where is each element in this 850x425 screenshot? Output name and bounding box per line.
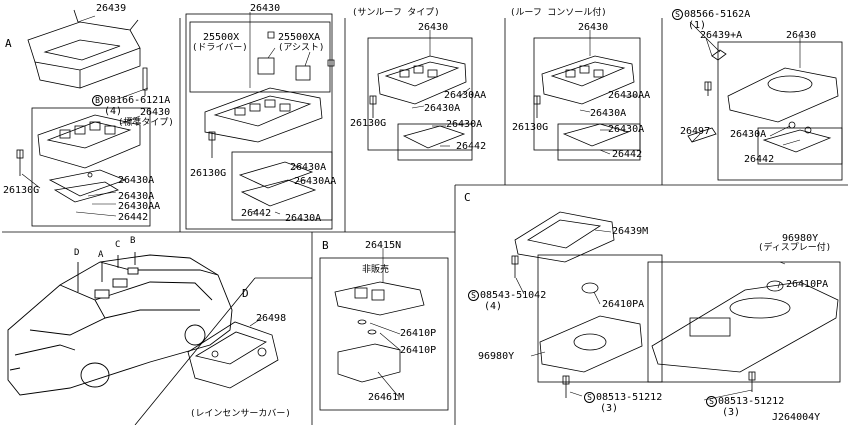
part-26498: 26498 <box>256 313 287 324</box>
console-heading: (ルーフ コンソール付) <box>510 8 607 18</box>
lamp-26430-a-drawing <box>16 107 151 227</box>
part-08513-l-qty: (3) <box>600 403 619 414</box>
part-26410p-1: 26410P <box>400 328 437 339</box>
lamp-console-drawing <box>533 37 641 161</box>
part-26442-c: 26442 <box>612 149 643 160</box>
part-26439m: 26439M <box>612 226 649 237</box>
part-26430a-m: 26430A <box>290 162 327 173</box>
part-26130g-a: 26130G <box>3 185 40 196</box>
part-26442-r: 26442 <box>744 154 775 165</box>
part-26415n: 26415N <box>365 240 402 251</box>
part-26430a-s: 26430A <box>424 103 461 114</box>
part-26410pa-r: 26410PA <box>786 279 829 290</box>
part-26430a-m2: 26430A <box>285 213 322 224</box>
frame-26439-drawing <box>27 9 148 96</box>
diagram-id: J264004Y <box>772 412 821 423</box>
screw-symbol-s: S <box>706 396 717 407</box>
screw-symbol-s: S <box>468 290 479 301</box>
part-26442-a: 26442 <box>118 212 149 223</box>
map-lamp-drawing <box>319 257 449 411</box>
part-26439a-r: 26439+A <box>700 30 743 41</box>
car-label-c: C <box>115 240 121 250</box>
part-26430aa-c: 26430AA <box>608 90 651 101</box>
part-25500xa: 25500XA <box>278 32 321 43</box>
part-26430-c: 26430 <box>578 22 609 33</box>
section-c-label: C <box>464 191 471 204</box>
part-26430-m: 26430 <box>250 3 281 14</box>
part-25500x: 25500X <box>203 32 240 43</box>
car-drawing <box>7 252 233 396</box>
part-26430aa-a: 26430AA <box>118 201 161 212</box>
part-26497: 26497 <box>680 126 711 137</box>
part-08543-qty: (4) <box>484 301 503 312</box>
part-26430aa-s: 26430AA <box>444 90 487 101</box>
section-b-label: B <box>322 239 329 252</box>
part-26430-r: 26430 <box>786 30 817 41</box>
part-08166-qty: (4) <box>104 106 123 117</box>
part-26410pa-l: 26410PA <box>602 299 645 310</box>
part-25500x-note: (ドライバー) <box>192 43 248 53</box>
part-26442-m: 26442 <box>241 208 272 219</box>
part-08566-qty: (1) <box>688 20 707 31</box>
part-96980y-r: 96980Y <box>782 233 819 244</box>
part-26461m: 26461M <box>368 392 405 403</box>
part-26430a-a: 26430A <box>118 175 155 186</box>
display-note: (ディスプレー付) <box>758 243 832 253</box>
label-hihanbai: 非販売 <box>362 265 390 275</box>
car-label-d: D <box>74 248 80 258</box>
console-c-drawing <box>511 211 841 398</box>
leader-lines <box>21 12 801 401</box>
section-d-label: D <box>242 287 249 300</box>
part-26130g-c: 26130G <box>512 122 549 133</box>
part-26430a-c: 26430A <box>590 108 627 119</box>
car-label-a: A <box>98 250 104 260</box>
lamp-right-drawing <box>687 41 843 181</box>
part-25500xa-note: (アシスト) <box>278 43 325 53</box>
sunroof-heading: (サンルーフ タイプ) <box>352 8 440 18</box>
car-label-b: B <box>130 236 136 246</box>
screw-symbol-s: S <box>584 392 595 403</box>
part-26430a-a2: 26430A <box>118 191 155 202</box>
bolt-symbol-b: B <box>92 95 103 106</box>
part-26442-s: 26442 <box>456 141 487 152</box>
rain-sensor-cover-drawing <box>187 321 279 389</box>
part-26430a-r: 26430A <box>730 129 767 140</box>
lamp-26430-m-drawing <box>185 13 335 230</box>
part-26130g-s: 26130G <box>350 118 387 129</box>
part-26430aa-m: 26430AA <box>294 176 337 187</box>
part-26430-a: 26430 <box>140 107 171 118</box>
panel-borders <box>2 18 848 425</box>
section-a-label: A <box>5 37 12 50</box>
part-26430-a-note: (標準タイプ) <box>118 118 174 128</box>
rain-sensor-cover-label: (レインセンサーカバー) <box>190 409 291 419</box>
part-26410p-2: 26410P <box>400 345 437 356</box>
part-26430-s: 26430 <box>418 22 449 33</box>
part-26130g-m: 26130G <box>190 168 227 179</box>
part-96980y-l: 96980Y <box>478 351 515 362</box>
part-26430a-s2: 26430A <box>446 119 483 130</box>
part-26439-a: 26439 <box>96 3 127 14</box>
part-26430a-c2: 26430A <box>608 124 645 135</box>
part-08513-r-qty: (3) <box>722 407 741 418</box>
screw-symbol-s: S <box>672 9 683 20</box>
